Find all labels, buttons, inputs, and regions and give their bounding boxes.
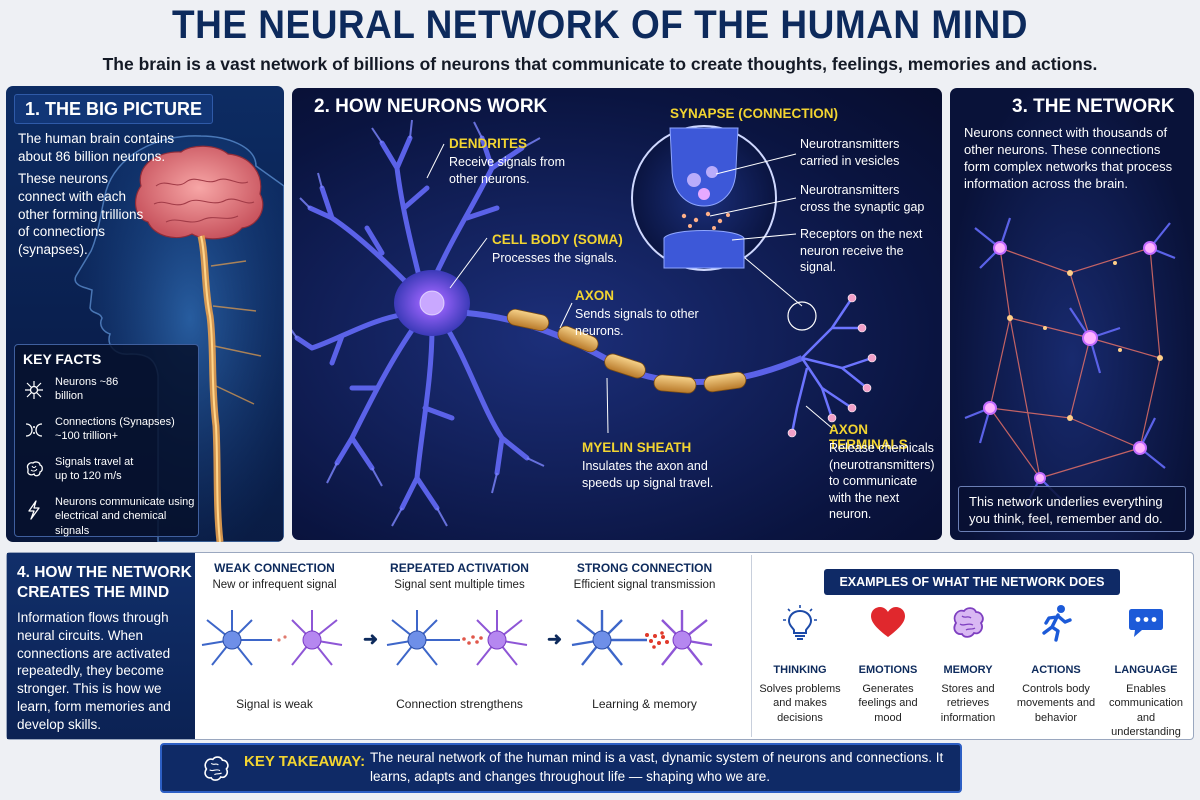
soma-desc: Processes the signals. [492, 251, 618, 265]
repeated-activation-neurons [386, 610, 528, 666]
weak-connection-neurons [201, 610, 343, 666]
stage-sub: New or infrequent signal [212, 579, 337, 591]
how-neurons-work-panel: 2. HOW NEURONS WORK DENDRITES Receive si… [292, 88, 942, 540]
neuron-diagram [292, 119, 877, 527]
brain-icon [204, 756, 229, 781]
stage-title: REPEATED ACTIVATION [390, 561, 529, 575]
example-memory: MEMORY Stores and retrieves information [924, 603, 1012, 725]
repeated-activation-stage: REPEATED ACTIVATION Signal sent multiple… [372, 561, 547, 711]
page-title: THE NEURAL NETWORK OF THE HUMAN MIND [172, 2, 1028, 47]
section-4-body: Information flows through neural circuit… [17, 610, 171, 732]
example-desc: Solves problems and makes decisions [759, 683, 841, 724]
stage-caption: Learning & memory [592, 697, 697, 711]
examples-heading: EXAMPLES OF WHAT THE NETWORK DOES [824, 569, 1120, 595]
big-picture-para2: These neurons connect with each other fo… [18, 171, 144, 258]
synapse-note: Neurotransmitters carried in vesicles [800, 137, 900, 168]
key-facts-box: KEY FACTS Neurons ~86 billion Connection… [14, 344, 199, 537]
soma-label: CELL BODY (SOMA) [492, 232, 623, 247]
heart-icon [871, 607, 905, 637]
section-4-heading: 4. HOW THE NETWORK CREATES THE MIND [17, 564, 192, 602]
neuron-icon [25, 381, 43, 399]
key-takeaway-text: The neural network of the human mind is … [370, 750, 944, 784]
dendrites-label: DENDRITES [449, 136, 528, 151]
key-fact-text: Neurons communicate using electrical and… [55, 496, 195, 537]
example-desc: Controls body movements and behavior [1016, 683, 1096, 724]
axon-label: AXON [575, 288, 615, 303]
examples-section: EXAMPLES OF WHAT THE NETWORK DOES THINKI… [751, 555, 1193, 739]
key-fact-synapses: Connections (Synapses) ~100 trillion+ [23, 415, 193, 451]
strong-connection-stage: STRONG CONNECTION Efficient signal trans… [557, 561, 732, 711]
brain-icon [26, 461, 43, 477]
example-title: ACTIONS [1031, 664, 1081, 676]
myelin-desc: Insulates the axon and speeds up signal … [582, 459, 714, 490]
section-3-heading: 3. THE NETWORK [1012, 96, 1175, 117]
key-facts-heading: KEY FACTS [23, 351, 102, 367]
big-picture-para1: The human brain contains about 86 billio… [18, 131, 175, 164]
myelin-label: MYELIN SHEATH [582, 440, 692, 455]
key-takeaway-label: KEY TAKEAWAY: [244, 753, 366, 770]
network-creates-mind-section: 4. HOW THE NETWORK CREATES THE MIND Info… [6, 552, 1194, 740]
network-panel: 3. THE NETWORK Neurons connect with thou… [950, 88, 1194, 540]
page-subtitle: The brain is a vast network of billions … [102, 54, 1098, 74]
example-title: LANGUAGE [1114, 664, 1178, 676]
section-4-panel: 4. HOW THE NETWORK CREATES THE MIND Info… [7, 553, 195, 739]
stage-sub: Signal sent multiple times [394, 579, 525, 591]
example-emotions: EMOTIONS Generates feelings and mood [844, 603, 932, 725]
key-fact-signal-speed: Signals travel at up to 120 m/s [23, 455, 193, 491]
synapse-icon [25, 423, 43, 437]
key-fact-communication: Neurons communicate using electrical and… [23, 495, 194, 537]
arrow-icon: ➜ [363, 629, 379, 649]
example-language: LANGUAGE Enables communication and under… [1102, 603, 1190, 739]
dendrites-desc: Receive signals from other neurons. [449, 155, 566, 186]
lightning-icon [28, 500, 40, 520]
lightbulb-icon [783, 605, 817, 640]
key-fact-text: Signals travel at up to 120 m/s [55, 456, 134, 483]
section-2-heading: 2. HOW NEURONS WORK [314, 96, 548, 117]
axon-terminals-desc: Release chemicals (neurotransmitters) to… [829, 441, 935, 521]
example-desc: Stores and retrieves information [940, 683, 996, 724]
stage-caption: Signal is weak [236, 697, 313, 711]
weak-connection-stage: WEAK CONNECTION New or infrequent signal… [187, 561, 362, 711]
stage-sub: Efficient signal transmission [573, 579, 716, 591]
example-desc: Generates feelings and mood [858, 683, 918, 724]
running-person-icon [1042, 605, 1072, 642]
synapse-note: Neurotransmitters cross the synaptic gap [800, 183, 925, 214]
speech-bubble-icon [1129, 609, 1163, 637]
example-desc: Enables communication and understanding [1109, 683, 1183, 738]
example-title: EMOTIONS [858, 664, 918, 676]
synapse-label: SYNAPSE (CONNECTION) [670, 106, 839, 121]
example-actions: ACTIONS Controls body movements and beha… [1012, 603, 1100, 725]
stage-title: STRONG CONNECTION [576, 561, 713, 575]
example-title: MEMORY [943, 664, 993, 676]
axon-terminals-label: AXON TERMINALS [829, 422, 908, 452]
axon-desc: Sends signals to other neurons. [575, 307, 699, 338]
network-footer: This network underlies everything you th… [958, 486, 1186, 532]
section-1-heading: 1. THE BIG PICTURE [14, 94, 214, 124]
arrow-icon: ➜ [547, 629, 563, 649]
strong-connection-neurons [571, 610, 713, 666]
stage-title: WEAK CONNECTION [214, 561, 335, 575]
big-picture-panel: 1. THE BIG PICTURE The human brain conta… [6, 86, 284, 542]
synapse-note: Receptors on the next neuron receive the… [800, 227, 923, 274]
head-brain-illustration [74, 135, 284, 542]
neural-network-illustration [964, 217, 1176, 509]
example-thinking: THINKING Solves problems and makes decis… [756, 603, 844, 725]
key-fact-neurons: Neurons ~86 billion [23, 375, 193, 411]
example-title: THINKING [773, 664, 827, 676]
network-desc: Neurons connect with thousands of other … [964, 125, 1173, 192]
key-fact-text: Neurons ~86 billion [55, 376, 119, 403]
key-fact-text: Connections (Synapses) ~100 trillion+ [55, 416, 175, 443]
key-takeaway-banner: KEY TAKEAWAY: The neural network of the … [160, 743, 962, 793]
stage-caption: Connection strengthens [396, 697, 523, 711]
brain-icon [953, 607, 984, 638]
